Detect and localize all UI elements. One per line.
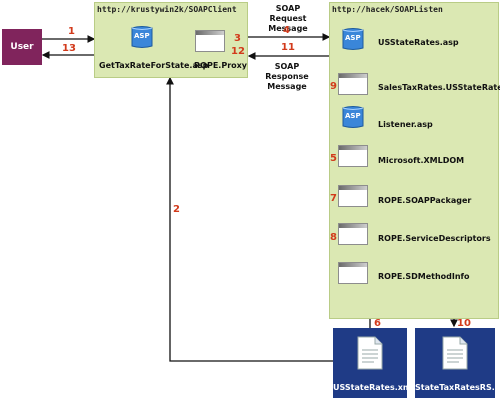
window-icon: [338, 145, 368, 167]
window-icon: [338, 73, 368, 95]
asp-scroll-icon: [342, 106, 364, 128]
step-3: 3: [234, 33, 241, 44]
proxy-window-icon: [195, 30, 225, 52]
document-icon: [442, 336, 468, 370]
client-container: http://krustywin2k/SOAPClient ASP GetTax…: [94, 2, 248, 78]
document-icon: [357, 336, 383, 370]
window-icon: [338, 185, 368, 207]
file-label: USStateRates.xml: [333, 383, 414, 392]
file-label: StateTaxRatesRS.xml: [415, 383, 500, 392]
client-asp-badge: ASP: [134, 32, 150, 40]
soap-request-label: SOAP Request Message: [268, 4, 308, 33]
asp-scroll-icon: [131, 26, 153, 48]
arrow-step-2: [166, 76, 333, 362]
asp-scroll-icon: [342, 28, 364, 50]
client-asp-file-label: GetTaxRateForState.asp: [99, 61, 209, 70]
window-icon: [338, 262, 368, 284]
step-6: 6: [374, 318, 381, 329]
step-13: 13: [62, 43, 76, 54]
soap-response-label: SOAP Response Message: [265, 62, 309, 91]
server-item-label: Microsoft.XMLDOM: [378, 156, 465, 165]
server-item-label: ROPE.SDMethodInfo: [378, 272, 470, 281]
step-9: 9: [330, 81, 337, 92]
server-url: http://hacek/SOAPListen: [332, 5, 443, 14]
user-box: User: [2, 29, 42, 65]
window-icon: [338, 223, 368, 245]
step-7: 7: [330, 193, 337, 204]
step-5: 5: [330, 153, 337, 164]
server-container: http://hacek/SOAPListen ASP USStateRates…: [329, 2, 500, 319]
step-4: 4: [283, 25, 290, 36]
step-10: 10: [457, 318, 471, 329]
client-url: http://krustywin2k/SOAPClient: [97, 5, 237, 14]
client-proxy-label: ROPE.Proxy: [194, 61, 248, 70]
server-item-label: USStateRates.asp: [378, 38, 459, 47]
server-item-badge: ASP: [345, 34, 361, 42]
file-box: StateTaxRatesRS.xml: [415, 328, 500, 398]
file-box: USStateRates.xml: [333, 328, 414, 398]
step-2: 2: [173, 204, 180, 215]
step-11: 11: [281, 42, 295, 53]
step-1: 1: [68, 26, 75, 37]
step-12: 12: [231, 46, 245, 57]
server-item-label: SalesTaxRates.USStateRates: [378, 83, 500, 92]
step-8: 8: [330, 232, 337, 243]
server-item-label: ROPE.ServiceDescriptors: [378, 234, 491, 243]
server-item-label: ROPE.SOAPPackager: [378, 196, 472, 205]
server-item-badge: ASP: [345, 112, 361, 120]
server-item-label: Listener.asp: [378, 120, 433, 129]
